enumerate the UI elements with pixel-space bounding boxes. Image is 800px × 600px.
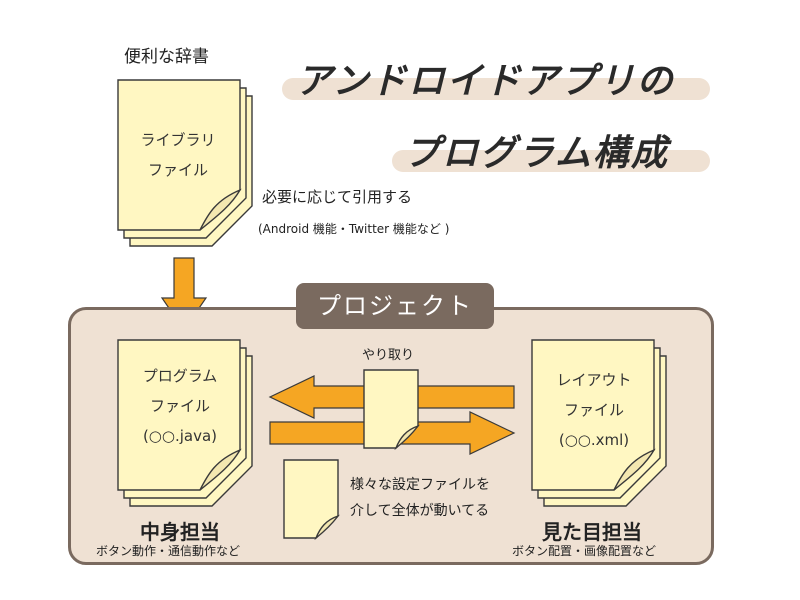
library-note-2: (Android 機能・Twitter 機能など ) (258, 222, 450, 236)
program-role-desc: ボタン動作・通信動作など (96, 544, 241, 558)
exchange-label: やり取り (362, 348, 415, 363)
page-title-line2: プログラム構成 (404, 133, 669, 174)
settings-note-1: 様々な設定ファイルを (350, 477, 490, 493)
layout-doc-line1: レイアウト (556, 371, 632, 389)
title-highlight-1 (282, 78, 710, 100)
title-highlight-2 (392, 150, 710, 172)
settings-note-2: 介して全体が動いてる (350, 503, 490, 519)
layout-document-icon (531, 339, 667, 507)
program-document-icon (117, 339, 253, 507)
program-doc-line1: プログラム (142, 367, 218, 385)
exchange-document-icon (363, 369, 420, 450)
page-title-line1: アンドロイドアプリの (296, 61, 675, 102)
program-doc-line3: (○○.java) (142, 427, 218, 445)
layout-role-desc: ボタン配置・画像配置など (512, 544, 657, 558)
layout-doc-line2: ファイル (563, 401, 624, 419)
layout-doc-line3: (○○.xml) (558, 431, 630, 449)
program-doc-line2: ファイル (149, 397, 210, 415)
library-caption: 便利な辞書 (124, 47, 209, 67)
library-doc-line1: ライブラリ (140, 131, 216, 149)
library-document-icon (117, 79, 253, 247)
library-note-1: 必要に応じて引用する (262, 188, 413, 206)
layout-role: 見た目担当 (542, 520, 642, 544)
program-role: 中身担当 (140, 520, 220, 544)
library-doc-line2: ファイル (147, 161, 208, 179)
settings-document-icon (283, 459, 340, 540)
project-tag: プロジェクト (296, 283, 494, 329)
